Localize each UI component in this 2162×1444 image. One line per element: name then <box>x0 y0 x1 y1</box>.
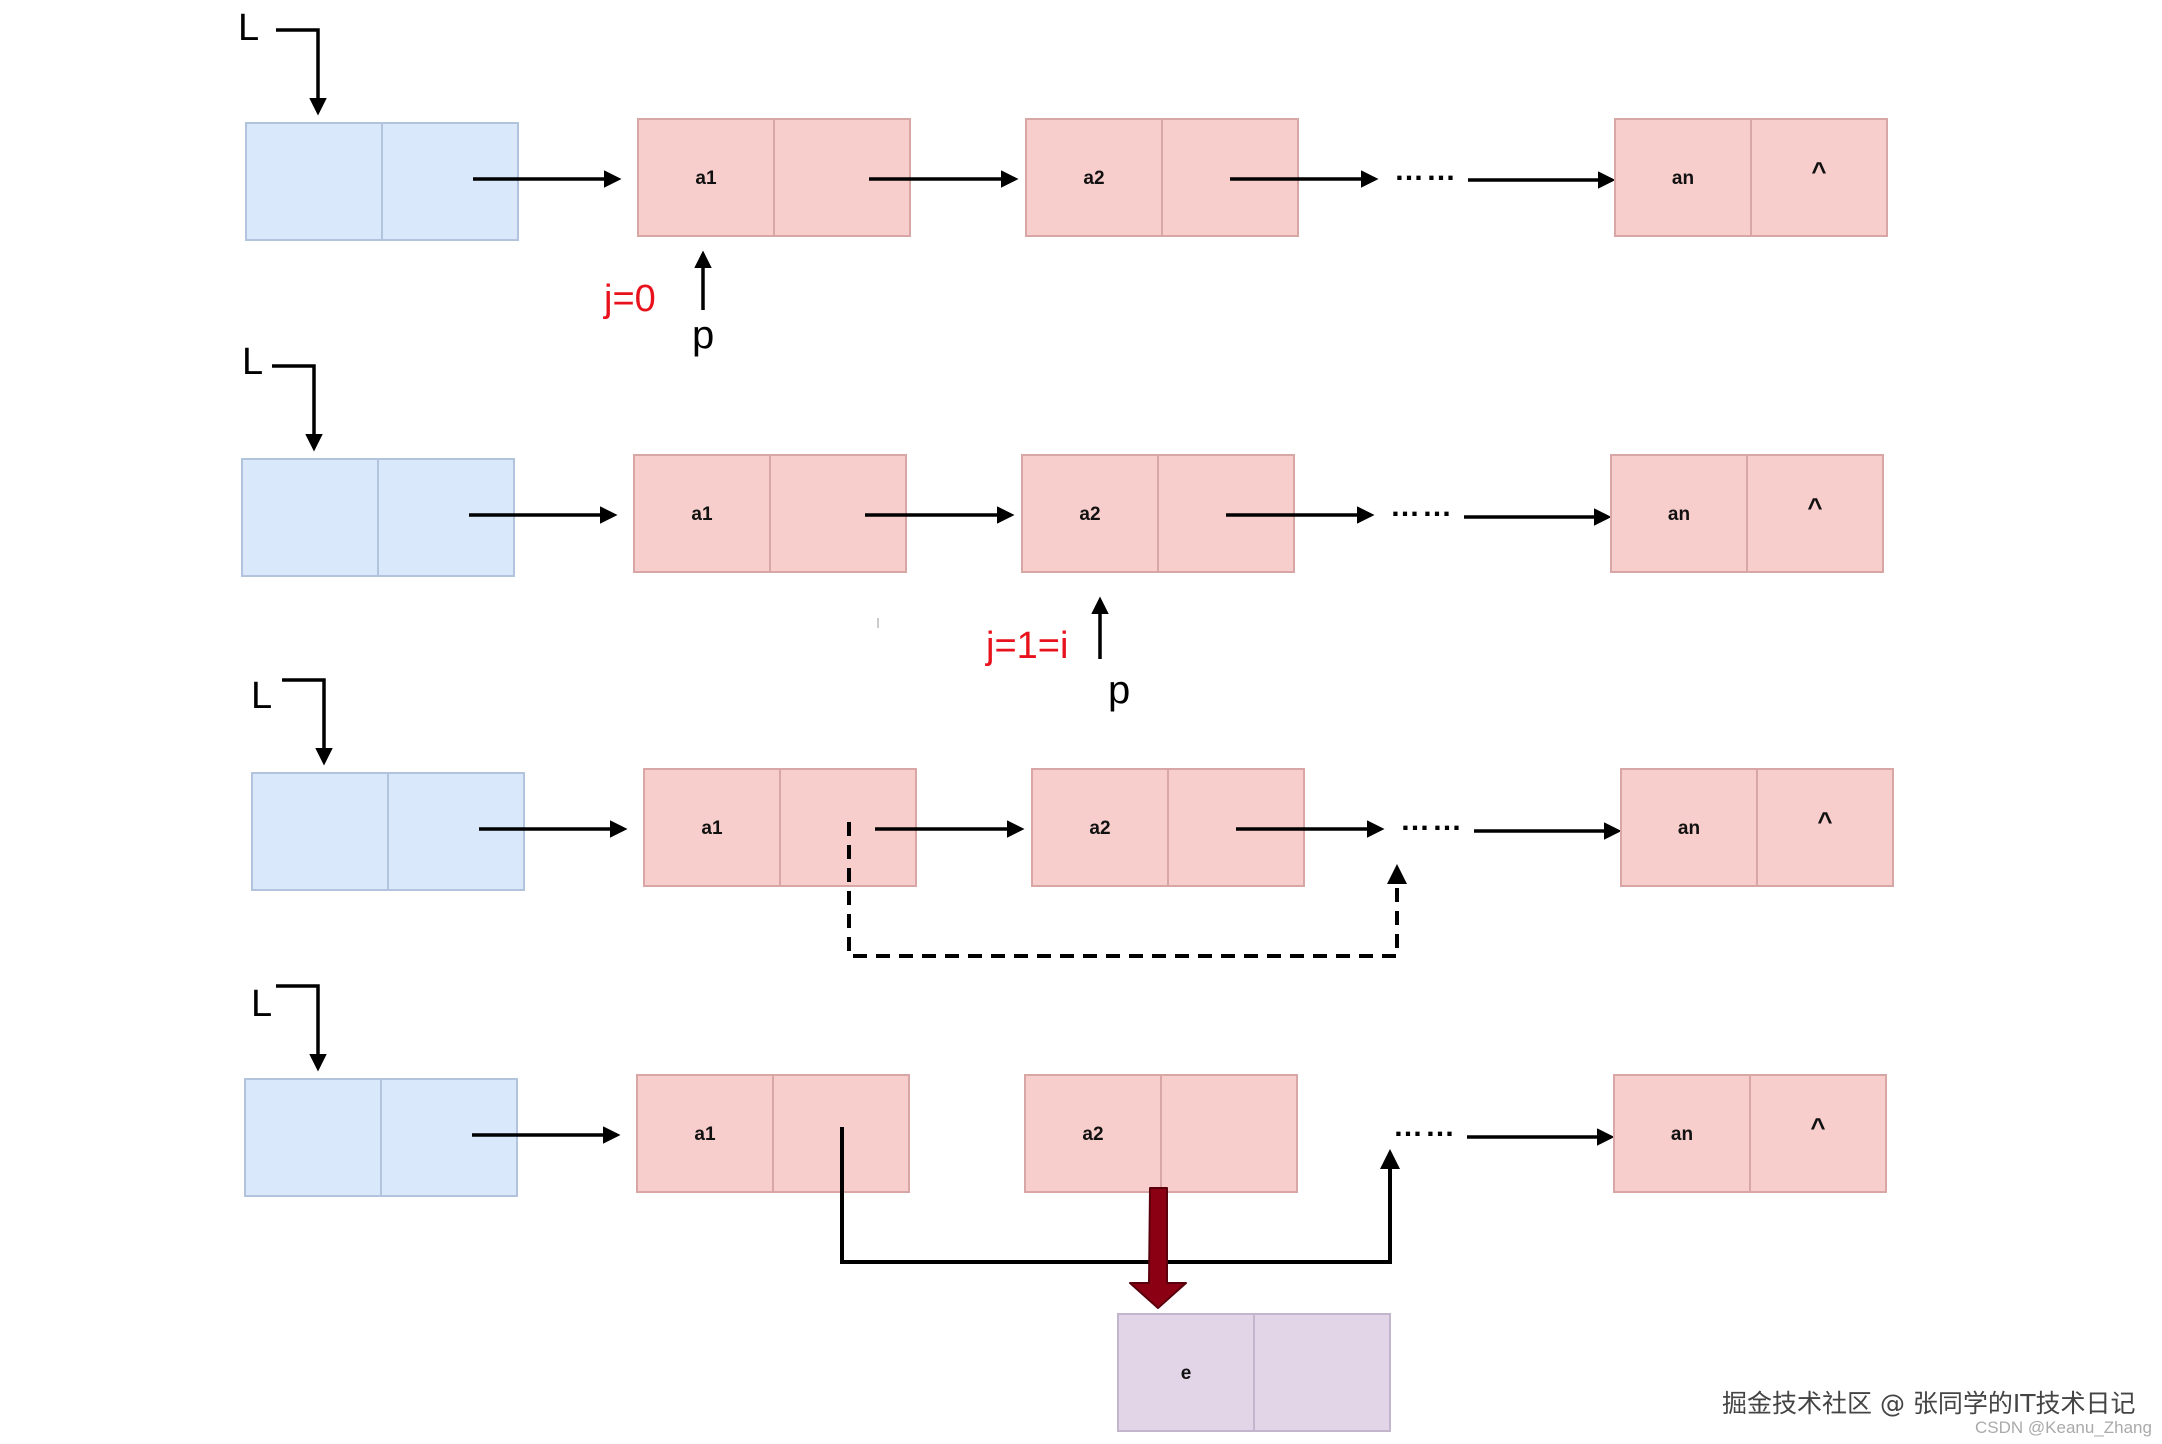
head-node-data-cell <box>251 772 389 891</box>
node-a2-label: a2 <box>1083 168 1104 189</box>
new-node-e-next-cell <box>1253 1313 1391 1432</box>
head-pointer-arrow <box>276 984 327 1072</box>
null-symbol: ^ <box>1807 492 1822 522</box>
head-pointer-label: L <box>251 675 272 717</box>
new-node-e-data-cell <box>1117 1313 1255 1432</box>
node-a2-label: a2 <box>1089 818 1110 839</box>
pointer-p-label: p <box>692 313 714 357</box>
row-4-inserted-node: L a1 a2 …… an ^ e <box>244 983 1887 1432</box>
node-an-data-cell <box>1620 768 1758 887</box>
node-an-next-cell <box>1750 118 1888 237</box>
row-1-initial-state: L a1 a2 …… an ^ j=0 p <box>238 7 1888 357</box>
counter-label: j=1=i <box>985 625 1068 667</box>
node-an-label: an <box>1668 504 1690 525</box>
node-a1-data-cell <box>643 768 781 887</box>
row-3-relink-step: L a1 a2 …… an ^ <box>251 675 1894 958</box>
head-pointer-arrow <box>282 678 333 766</box>
head-node-data-cell <box>245 122 383 241</box>
head-node-next-cell <box>377 458 515 577</box>
node-a2-label: a2 <box>1082 1124 1103 1145</box>
counter-label: j=0 <box>603 278 656 320</box>
null-symbol: ^ <box>1811 156 1826 186</box>
row-2-pointer-advanced: L a1 a2 …… an ^ j=1=i p <box>241 341 1884 712</box>
pointer-p-label: p <box>1108 668 1130 712</box>
node-an-label: an <box>1671 1124 1693 1145</box>
node-an-next-cell <box>1746 454 1884 573</box>
node-a1-data-cell <box>633 454 771 573</box>
null-symbol: ^ <box>1810 1112 1825 1142</box>
node-a1-label: a1 <box>694 1124 716 1145</box>
node-a2-data-cell <box>1024 1074 1162 1193</box>
node-an-data-cell <box>1614 118 1752 237</box>
node-a1-label: a1 <box>691 504 713 525</box>
dashed-relink-arrow <box>847 822 1407 958</box>
node-a2-label: a2 <box>1079 504 1100 525</box>
head-node-data-cell <box>244 1078 382 1197</box>
head-node-next-cell <box>380 1078 518 1197</box>
head-node-next-cell <box>381 122 519 241</box>
ellipsis: …… <box>1393 1110 1457 1143</box>
node-an-label: an <box>1678 818 1700 839</box>
ellipsis: …… <box>1390 490 1454 523</box>
node-a2-data-cell <box>1025 118 1163 237</box>
head-pointer-arrow <box>276 28 327 116</box>
watermark-juejin: 掘金技术社区 @ 张同学的IT技术日记 <box>1722 1389 2136 1418</box>
head-pointer-label: L <box>242 341 263 383</box>
bypass-link-arrow <box>840 1127 1400 1264</box>
head-pointer-label: L <box>238 7 259 49</box>
node-a2-data-cell <box>1031 768 1169 887</box>
watermark-csdn: CSDN @Keanu_Zhang <box>1975 1418 2152 1437</box>
insert-arrow <box>1129 1187 1187 1309</box>
new-node-e-label: e <box>1181 1363 1192 1384</box>
node-a2-next-cell <box>1160 1074 1298 1193</box>
node-a1-data-cell <box>636 1074 774 1193</box>
head-pointer-arrow <box>272 364 323 452</box>
head-node-next-cell <box>387 772 525 891</box>
ellipsis: …… <box>1400 804 1464 837</box>
node-an-data-cell <box>1610 454 1748 573</box>
node-a1-label: a1 <box>701 818 723 839</box>
head-node-data-cell <box>241 458 379 577</box>
node-a2-data-cell <box>1021 454 1159 573</box>
head-pointer-label: L <box>251 983 272 1025</box>
node-an-label: an <box>1672 168 1694 189</box>
ellipsis: …… <box>1394 154 1458 187</box>
null-symbol: ^ <box>1817 806 1832 836</box>
node-a1-label: a1 <box>695 168 717 189</box>
node-an-next-cell <box>1756 768 1894 887</box>
node-an-next-cell <box>1749 1074 1887 1193</box>
